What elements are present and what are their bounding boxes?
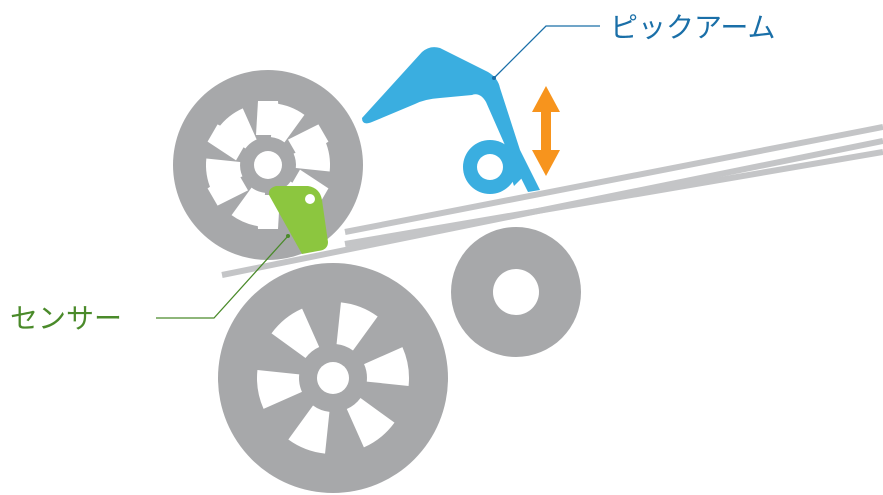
pick-arm-leader-line: [493, 25, 600, 79]
up-down-arrow-icon: [532, 86, 560, 176]
pick-arm-label: ピックアーム: [610, 11, 775, 44]
pick-arm: [362, 47, 540, 194]
separation-roller: [451, 227, 581, 357]
sensor-label: センサー: [10, 302, 122, 335]
sensor-flag: [268, 186, 328, 254]
paper-sheet-2: [344, 124, 883, 235]
paper-sheet-3: [344, 149, 883, 247]
upper-roller: [173, 70, 363, 260]
sensor-leader-line: [156, 235, 289, 319]
lower-roller: [218, 263, 448, 493]
paper-stack: [221, 124, 883, 278]
